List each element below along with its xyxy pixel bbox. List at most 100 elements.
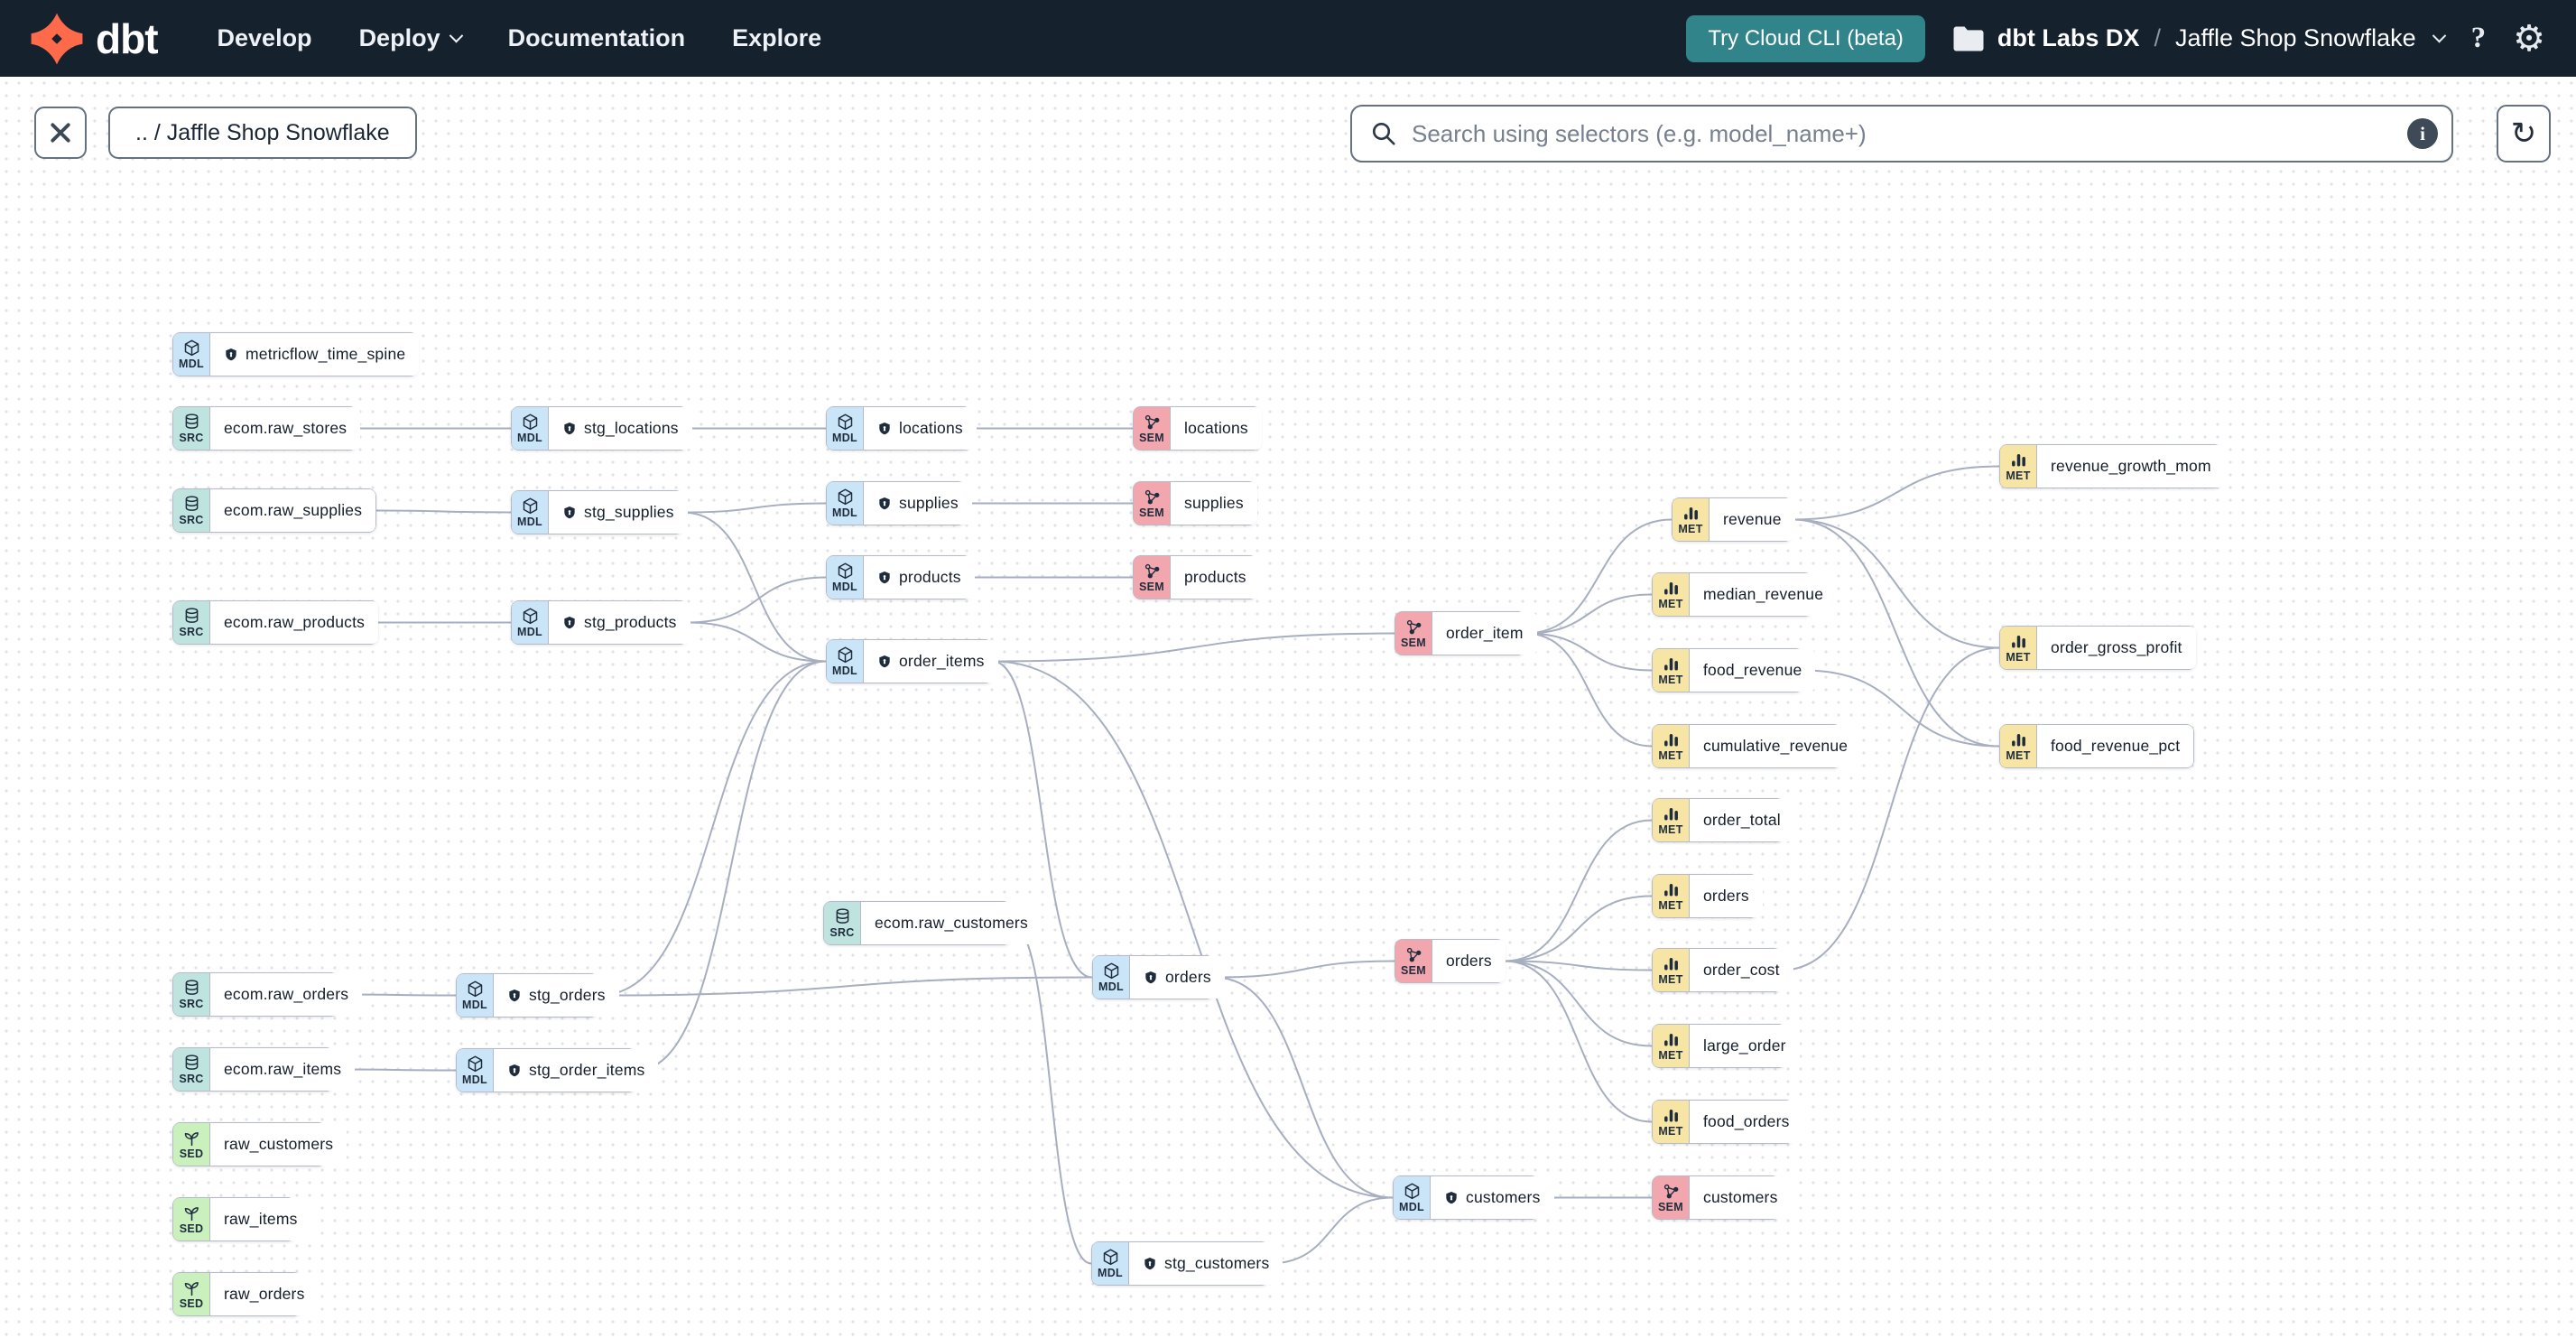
node-label-area: orders (1432, 940, 1506, 982)
graph-node-products[interactable]: SEM products (1133, 555, 1260, 599)
edge-order_item_sem-to-revenue (1524, 518, 1673, 635)
graph-node-food-revenue-pct[interactable]: MET food_revenue_pct (1999, 724, 2194, 768)
lineage-edges (333, 427, 2000, 1265)
node-type-badge-mdl: MDL (512, 491, 549, 534)
node-label-area: stg_supplies (549, 491, 688, 534)
refresh-button[interactable]: ↻ (2497, 105, 2551, 163)
node-type-label: MET (2006, 749, 2031, 763)
shield-icon (877, 497, 892, 511)
node-type-label: SRC (179, 626, 204, 639)
database-icon (833, 907, 852, 926)
project-switcher[interactable]: dbt Labs DX / Jaffle Shop Snowflake (1952, 24, 2446, 52)
lineage-breadcrumb[interactable]: .. / Jaffle Shop Snowflake (108, 107, 417, 159)
search-icon (1372, 122, 1395, 145)
node-type-badge-met: MET (2000, 725, 2037, 767)
node-type-label: MET (1658, 1125, 1683, 1138)
cube-icon (466, 980, 485, 999)
folder-icon (1952, 25, 1985, 52)
node-type-label: SRC (179, 514, 204, 527)
edge-orders_sem-to-order_cost (1504, 960, 1653, 971)
node-label: order_cost (1703, 961, 1780, 979)
nav-item-develop[interactable]: Develop (217, 24, 312, 51)
node-label-area: food_revenue_pct (2037, 725, 2194, 767)
node-type-label: SRC (829, 926, 855, 940)
node-type-label: MET (1658, 823, 1683, 837)
graph-node-ecom-raw-customers[interactable]: SRC ecom.raw_customers (823, 901, 1042, 945)
info-icon[interactable]: i (2407, 118, 2438, 149)
network-icon (1143, 413, 1162, 432)
edge-revenue-to-revenue_growth_mom (1792, 465, 2000, 521)
search-input[interactable] (1410, 118, 2397, 149)
nav-item-documentation[interactable]: Documentation (507, 24, 686, 51)
node-type-label: SEM (1139, 506, 1164, 520)
node-type-label: MDL (832, 581, 857, 594)
settings-button[interactable]: ⚙ (2513, 21, 2545, 57)
node-label-area: revenue (1710, 498, 1795, 541)
node-label: large_order (1703, 1036, 1786, 1055)
cube-icon (836, 562, 855, 581)
graph-node-food-orders[interactable]: MET food_orders (1652, 1100, 1803, 1144)
node-label: food_revenue_pct (2051, 737, 2181, 755)
node-label: food_orders (1703, 1112, 1790, 1130)
try-cloud-cli-button[interactable]: Try Cloud CLI (beta) (1686, 14, 1925, 62)
nav-item-explore[interactable]: Explore (732, 24, 822, 51)
node-label-area: stg_locations (549, 407, 692, 450)
dbt-logo[interactable]: dbt (31, 13, 159, 65)
node-label-area: revenue_growth_mom (2037, 445, 2225, 488)
nav-item-deploy[interactable]: Deploy (359, 24, 463, 52)
edge-raw_supplies-to-stg_supplies (375, 509, 512, 514)
node-type-label: SEM (1139, 581, 1164, 594)
close-lineage-button[interactable] (34, 107, 87, 159)
help-button[interactable]: ? (2471, 22, 2487, 55)
node-type-badge-met: MET (1653, 649, 1690, 692)
node-label-area: supplies (864, 482, 972, 525)
lineage-canvas[interactable]: .. / Jaffle Shop Snowflake i ↻ MDLmetric… (0, 77, 2576, 1338)
node-label-area: customers (1690, 1176, 1792, 1219)
node-type-label: SED (179, 1148, 204, 1161)
node-label: products (1184, 568, 1246, 586)
gear-icon: ⚙ (2513, 18, 2545, 59)
bar-chart-icon (1662, 579, 1681, 598)
cube-icon (521, 413, 540, 432)
node-label: stg_order_items (529, 1061, 645, 1079)
cube-icon (836, 488, 855, 506)
node-label-area: ecom.raw_customers (861, 902, 1042, 944)
network-icon (1662, 1182, 1681, 1201)
